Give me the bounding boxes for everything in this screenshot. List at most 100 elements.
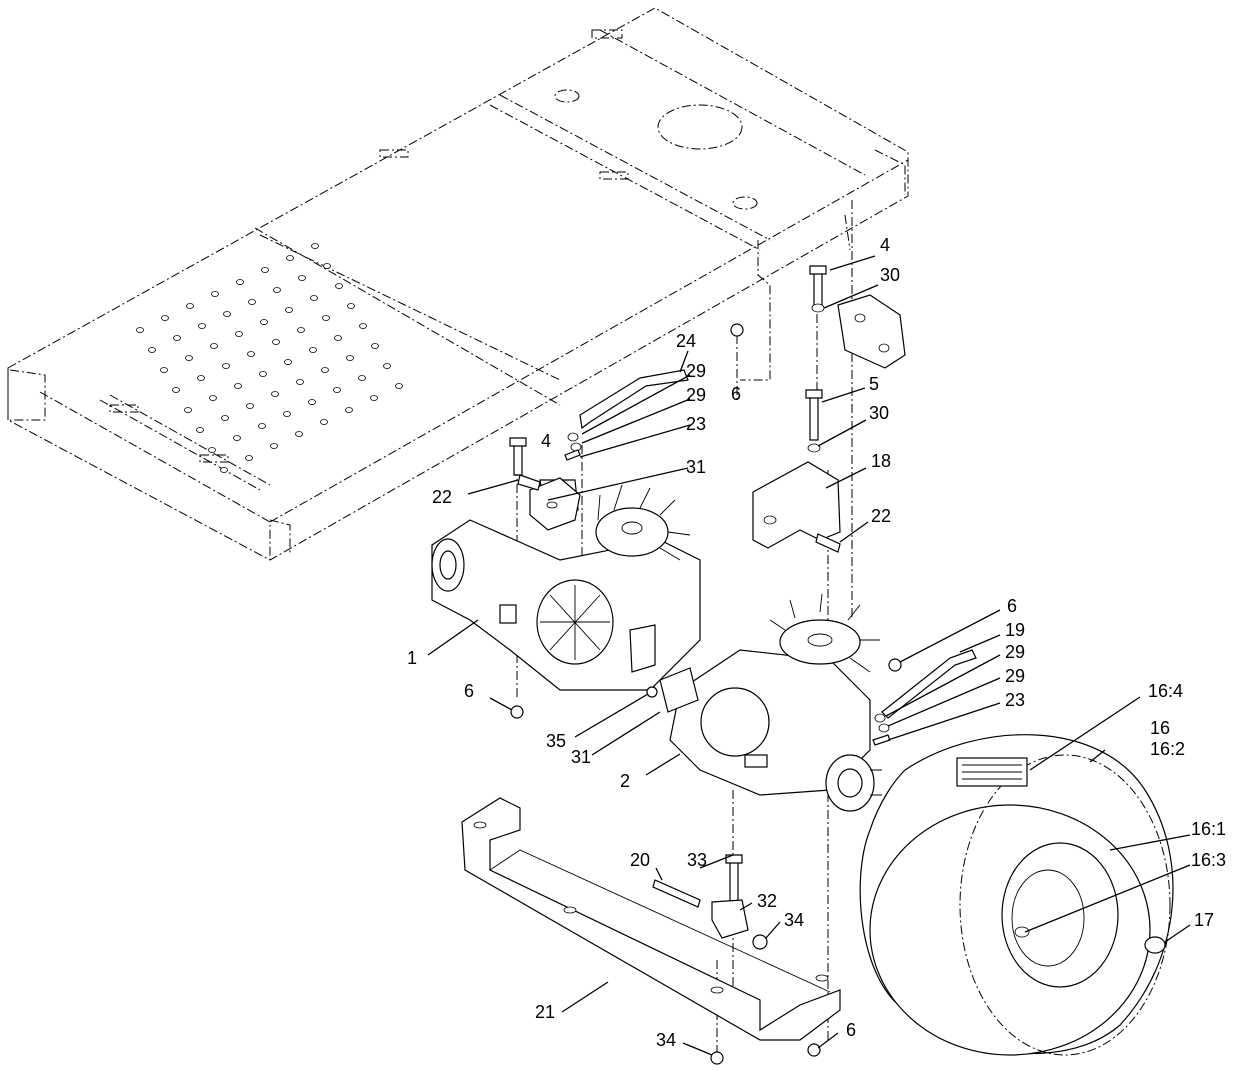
callout-35: 35 xyxy=(546,731,566,751)
perforation-hole xyxy=(270,443,278,449)
perforation-hole xyxy=(333,387,341,393)
perforation-hole xyxy=(283,411,291,417)
perforation-hole xyxy=(236,279,244,285)
perforation-hole xyxy=(395,383,403,389)
perforation-hole xyxy=(185,355,193,361)
perforation-hole xyxy=(261,267,269,273)
floor-pan-perforations xyxy=(136,243,403,473)
callout-1: 1 xyxy=(407,648,417,668)
callout-34: 34 xyxy=(656,1030,676,1050)
perforation-hole xyxy=(273,287,281,293)
perforation-hole xyxy=(172,387,180,393)
mount-brackets xyxy=(529,294,906,549)
callout-21: 21 xyxy=(535,1002,555,1022)
perforation-hole xyxy=(272,339,280,345)
perforation-hole xyxy=(346,355,354,361)
perforation-hole xyxy=(247,351,255,357)
perforation-hole xyxy=(260,319,268,325)
perforation-hole xyxy=(197,375,205,381)
perforation-hole xyxy=(198,323,206,329)
perforation-hole xyxy=(320,419,328,425)
perforation-hole xyxy=(223,311,231,317)
perforation-hole xyxy=(359,323,367,329)
callout-16-2: 16:2 xyxy=(1150,739,1185,759)
callout-29: 29 xyxy=(686,361,706,381)
perforation-hole xyxy=(246,403,254,409)
perforation-hole xyxy=(221,415,229,421)
callout-33: 33 xyxy=(687,850,707,870)
callout-19: 19 xyxy=(1005,620,1025,640)
perforation-hole xyxy=(248,299,256,305)
perforation-hole xyxy=(161,315,169,321)
perforation-hole xyxy=(297,327,305,333)
perforation-hole xyxy=(298,275,306,281)
perforation-hole xyxy=(245,455,253,461)
perforation-hole xyxy=(136,327,144,333)
callout-23: 23 xyxy=(686,414,706,434)
callout-22: 22 xyxy=(871,506,891,526)
callout-16-3: 16:3 xyxy=(1191,850,1226,870)
perforation-hole xyxy=(284,359,292,365)
perforation-hole xyxy=(358,375,366,381)
perforation-hole xyxy=(370,395,378,401)
perforation-hole xyxy=(258,423,266,429)
leader-lines xyxy=(427,255,1191,1056)
bottom-bracket xyxy=(461,797,841,1041)
perforation-hole xyxy=(345,407,353,413)
perforation-hole xyxy=(323,263,331,269)
callout-24: 24 xyxy=(676,331,696,351)
perforation-hole xyxy=(160,367,168,373)
callout-18: 18 xyxy=(871,451,891,471)
callout-labels: 4 30 24 29 29 6 23 5 30 4 18 31 22 22 6 … xyxy=(407,235,1226,1050)
callout-2: 2 xyxy=(620,771,630,791)
perforation-hole xyxy=(259,371,267,377)
wheel-tire-assembly xyxy=(859,734,1174,1056)
perforation-hole xyxy=(196,427,204,433)
callout-29: 29 xyxy=(1005,642,1025,662)
perforation-hole xyxy=(234,383,242,389)
callout-32: 32 xyxy=(757,891,777,911)
hardware xyxy=(509,265,977,1065)
perforation-hole xyxy=(271,391,279,397)
perforation-hole xyxy=(233,435,241,441)
callout-22: 22 xyxy=(432,487,452,507)
perforation-hole xyxy=(173,335,181,341)
callout-23: 23 xyxy=(1005,690,1025,710)
callout-31: 31 xyxy=(571,747,591,767)
perforation-hole xyxy=(209,395,217,401)
perforation-hole xyxy=(295,431,303,437)
perforation-hole xyxy=(371,343,379,349)
callout-6: 6 xyxy=(731,384,741,404)
perforation-hole xyxy=(335,283,343,289)
callout-16-1: 16:1 xyxy=(1191,819,1226,839)
transmission-right xyxy=(659,593,882,812)
callout-29: 29 xyxy=(1005,666,1025,686)
callout-4: 4 xyxy=(541,431,551,451)
perforation-hole xyxy=(285,307,293,313)
callout-34: 34 xyxy=(784,910,804,930)
perforation-hole xyxy=(148,347,156,353)
callout-6: 6 xyxy=(464,681,474,701)
perforation-hole xyxy=(208,447,216,453)
callout-29: 29 xyxy=(686,385,706,405)
callout-30: 30 xyxy=(869,403,889,423)
perforation-hole xyxy=(286,255,294,261)
callout-20: 20 xyxy=(630,850,650,870)
perforation-hole xyxy=(311,243,319,249)
callout-6: 6 xyxy=(846,1020,856,1040)
perforation-hole xyxy=(222,363,230,369)
callout-4: 4 xyxy=(880,235,890,255)
perforation-hole xyxy=(184,407,192,413)
frame-chassis xyxy=(7,7,909,561)
perforation-hole xyxy=(309,347,317,353)
perforation-hole xyxy=(211,291,219,297)
perforation-hole xyxy=(347,303,355,309)
callout-17: 17 xyxy=(1194,910,1214,930)
transmission-left xyxy=(431,479,701,691)
perforation-hole xyxy=(235,331,243,337)
callout-31: 31 xyxy=(686,457,706,477)
perforation-hole xyxy=(186,303,194,309)
callout-30: 30 xyxy=(880,265,900,285)
perforation-hole xyxy=(321,367,329,373)
